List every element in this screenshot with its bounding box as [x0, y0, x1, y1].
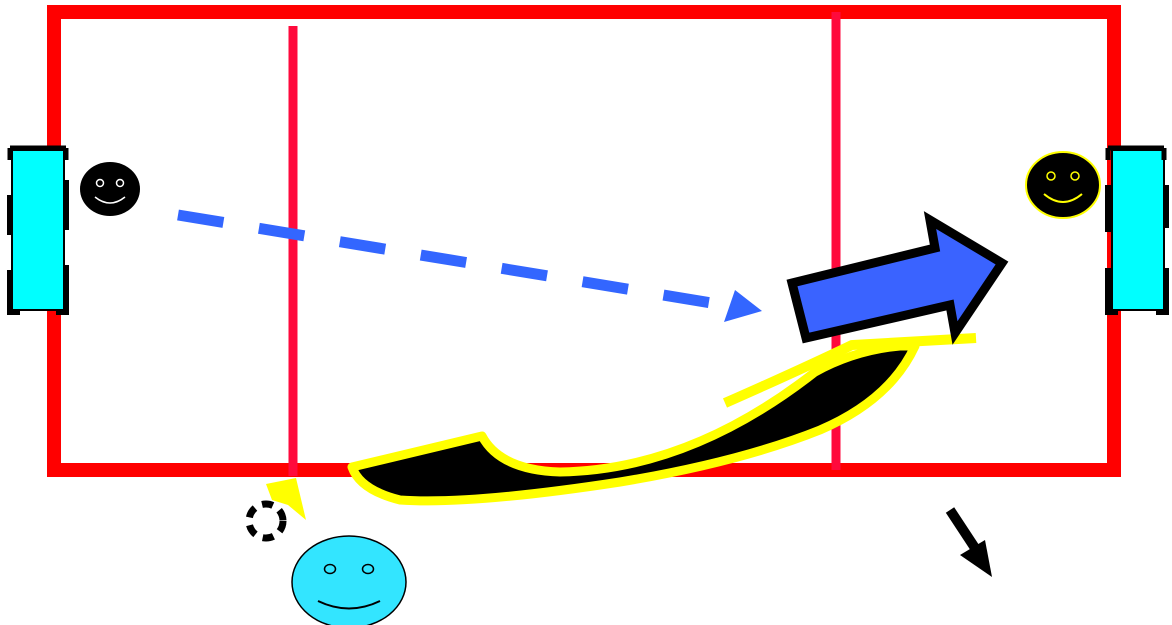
- left-goal: [10, 148, 66, 312]
- left-player-face: [80, 162, 140, 216]
- yellow-pointer: [266, 478, 306, 520]
- shot-arrow: [792, 220, 1002, 338]
- bottom-player-face: [292, 536, 406, 625]
- pass-arrow: [178, 215, 762, 322]
- right-player-face: [1026, 152, 1100, 218]
- ball-ring: [249, 504, 283, 538]
- exit-arrow: [950, 510, 992, 577]
- right-goal: [1108, 148, 1166, 312]
